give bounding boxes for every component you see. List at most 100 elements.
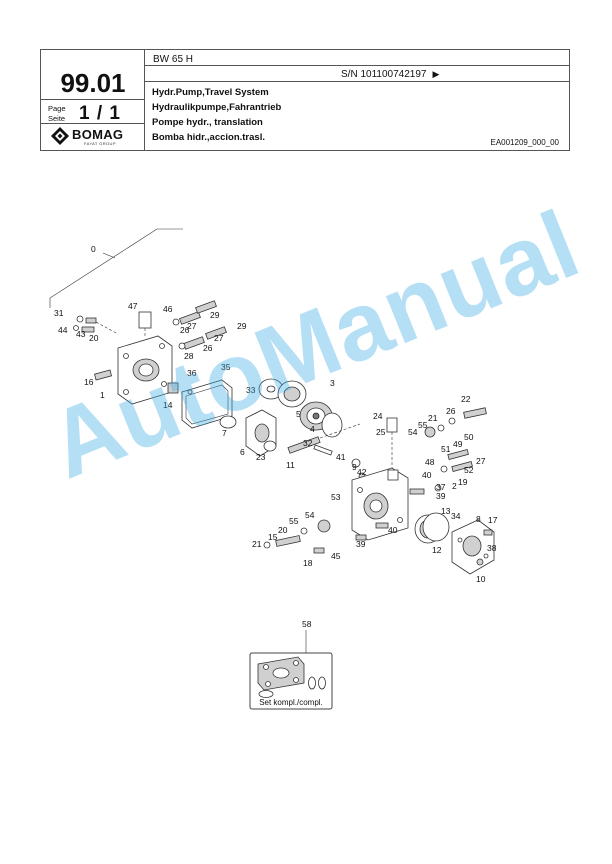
callout-21: 21: [428, 413, 438, 423]
fitting-18: [313, 547, 325, 554]
callout-37: 35: [221, 362, 231, 372]
callout-33: 31: [54, 308, 64, 318]
bomag-diamond-icon: [51, 127, 69, 145]
callout-16: 16: [84, 377, 94, 387]
callout-19: 19: [458, 477, 468, 487]
seal-kit-box: Set kompl./compl.: [249, 652, 333, 710]
callout-38: 36: [187, 368, 197, 378]
plug-long: [463, 407, 487, 419]
title-block-rule: [41, 123, 144, 124]
page-indicator: 1 / 1: [79, 103, 121, 124]
callout-20: 20: [89, 333, 99, 343]
callout-22b: 21: [252, 539, 262, 549]
callout-3: 3: [330, 378, 335, 388]
title-block-rule: [41, 99, 144, 100]
seal-ring: [424, 426, 436, 438]
page-title: 99.01: [60, 68, 126, 98]
callout-32a: 29: [210, 310, 220, 320]
title-block-divider: [144, 50, 145, 150]
title-es: Bomba hidr.,accion.trasl.: [152, 132, 265, 143]
callout-52: 50: [464, 432, 474, 442]
callout-40: 38: [487, 543, 497, 553]
callout-labels: 0 1 2 3 4 5 6 7 8 9 10 11 12 13 14 15 16…: [54, 244, 498, 629]
callout-21b: 20: [278, 525, 288, 535]
serial-number[interactable]: S/N 101100742197▶: [341, 69, 439, 80]
callout-18: 18: [303, 558, 313, 568]
callout-28a: 26: [180, 325, 190, 335]
fitting-41b: [355, 534, 367, 541]
fitting-42: [375, 522, 389, 529]
callout-56b: 54: [305, 510, 315, 520]
callout-57a: 55: [418, 420, 428, 430]
assembly-bracket: [49, 228, 183, 308]
callout-46: 44: [58, 325, 68, 335]
callout-49: 47: [128, 301, 138, 311]
plug: [167, 382, 179, 394]
brand-name: BOMAG: [72, 127, 124, 142]
plug-screws: [172, 300, 227, 350]
title-de: Hydraulikpumpe,Fahrantrieb: [152, 102, 282, 113]
filter: [414, 512, 450, 544]
leader-line: [102, 252, 116, 259]
callout-50: 48: [425, 457, 435, 467]
callout-23: 23: [256, 452, 266, 462]
callout-34: 32: [303, 438, 313, 448]
model-name: BW 65 H: [153, 54, 194, 65]
control-valve: [386, 417, 398, 433]
callout-41b: 39: [356, 539, 366, 549]
callout-25: 25: [376, 427, 386, 437]
callout-27: 27: [476, 456, 486, 466]
screw: [94, 369, 112, 381]
callout-0: 0: [91, 244, 96, 254]
callout-12: 12: [432, 545, 442, 555]
fittings: [73, 315, 119, 335]
swash-plate: [219, 409, 277, 457]
callout-9: 9: [352, 462, 357, 472]
title-fr: Pompe hydr., translation: [152, 117, 263, 128]
callout-53: 51: [441, 444, 451, 454]
play-arrow-icon[interactable]: ▶: [432, 69, 440, 79]
washer: [351, 458, 361, 468]
gasket: [181, 379, 233, 429]
callout-58: 58: [302, 619, 312, 629]
title-block-rule: [144, 65, 569, 66]
callout-48: 46: [163, 304, 173, 314]
callout-55: 53: [331, 492, 341, 502]
callout-6: 6: [240, 447, 245, 457]
pump-housing: [117, 335, 173, 405]
pin: [313, 444, 333, 456]
callout-56a: 54: [408, 427, 418, 437]
callout-47: 45: [331, 551, 341, 561]
callout-10: 10: [476, 574, 486, 584]
seal-kit-label: Set kompl./compl.: [259, 698, 323, 707]
callout-42b: 40: [388, 525, 398, 535]
callout-32b: 29: [237, 321, 247, 331]
callout-11: 11: [286, 460, 295, 470]
brand-subtitle: FAYAT GROUP: [84, 141, 116, 146]
callout-7: 7: [222, 428, 227, 438]
cylinder-block: [299, 401, 343, 438]
page-label-en: Page: [48, 104, 66, 113]
nut: [476, 558, 484, 566]
title-block-rule: [144, 81, 569, 82]
valve-washer: [440, 465, 448, 473]
callout-43: 41: [336, 452, 346, 462]
callout-45: 43: [76, 329, 86, 339]
callout-31: 28: [184, 351, 194, 361]
callout-51: 49: [453, 439, 463, 449]
callout-2: 2: [452, 481, 457, 491]
callout-44: 42: [357, 467, 367, 477]
callout-22: 22: [461, 394, 471, 404]
page-label-de: Seite: [48, 114, 66, 123]
valve-block: [138, 311, 152, 338]
callout-5: 5: [296, 409, 301, 419]
callout-36: 34: [451, 511, 461, 521]
callout-24: 24: [373, 411, 383, 421]
callout-29b: 27: [214, 333, 224, 343]
bomag-logo: BOMAG FAYAT GROUP: [51, 126, 137, 148]
drive-shaft: [287, 423, 361, 454]
title-block: BW 65 H S/N 101100742197▶ 99.01 Page Sei…: [40, 49, 570, 151]
callout-35: 33: [246, 385, 256, 395]
title-en: Hydr.Pump,Travel System: [152, 87, 269, 98]
